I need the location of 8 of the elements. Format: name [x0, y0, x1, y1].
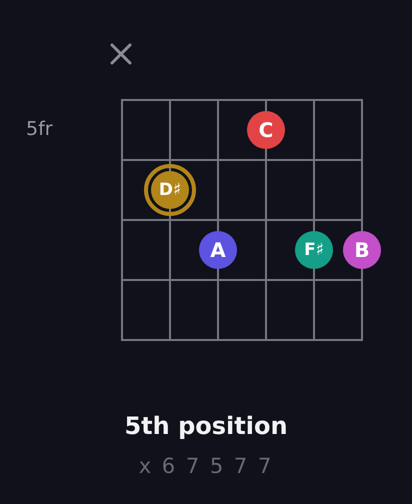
note-marker: C [247, 111, 285, 149]
fret-number: 5fr [26, 118, 53, 140]
fingering-text: x 6 7 5 7 7 [138, 454, 274, 478]
note-marker: A [199, 231, 237, 269]
position-title: 5th position [124, 412, 288, 440]
root-note-marker: D♯ [144, 164, 196, 216]
note-marker: F♯ [295, 231, 333, 269]
note-marker: B [343, 231, 381, 269]
